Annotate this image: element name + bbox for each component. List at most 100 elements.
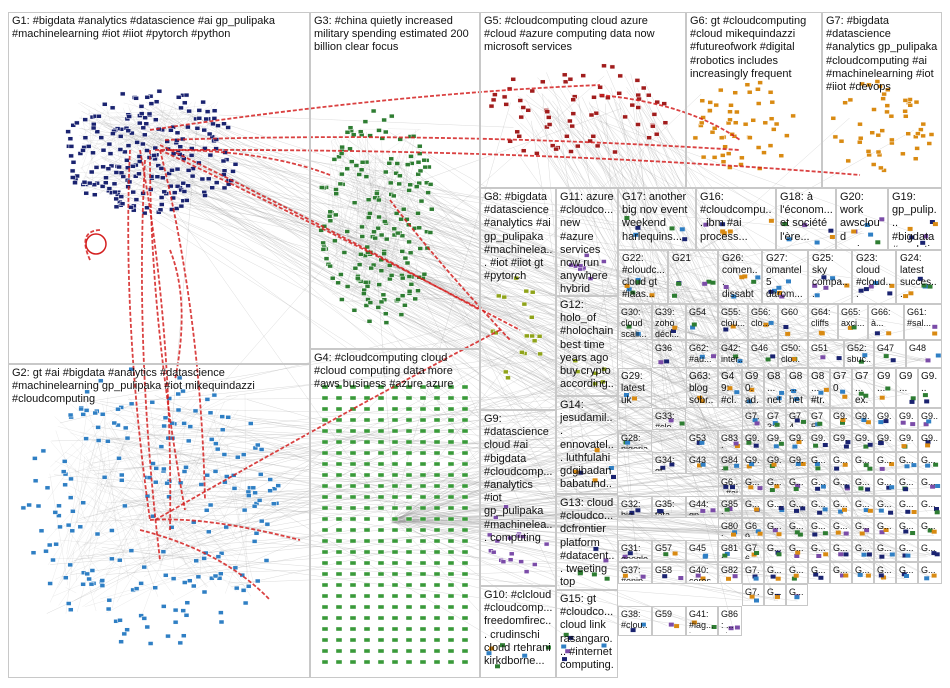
group-frame-g100: G9... (764, 430, 786, 452)
group-frame-g19: G19: gp_pulip... #bigdata #analyti... (888, 188, 942, 250)
group-frame-g94: G9... (830, 408, 852, 430)
group-frame-g69: G69 (742, 518, 764, 540)
group-label-g22: G22: #cloudc... cloud gt #iaas... (622, 253, 665, 301)
group-label-g109: G9... (767, 455, 783, 471)
group-label-g54: G54 (689, 307, 715, 337)
group-label-g137: G... (811, 521, 827, 537)
group-label-g18: G18: à l'économ... et société l'ère... (780, 191, 833, 247)
group-label-g66: G66: à... (871, 307, 901, 337)
group-frame-g88: G8... #tr... (808, 368, 830, 408)
group-label-g6: G6: gt #cloudcomputing #cloud mikequinda… (690, 15, 819, 185)
group-label-g11: G11: azure #cloudco... new #azure servic… (560, 191, 615, 293)
group-frame-g9: G9: #datascience cloud #ai #bigdata #clo… (480, 410, 556, 586)
group-label-g65: G65: axci... (841, 307, 865, 337)
group-label-g23: G23: cloud #cloud... latest... (856, 253, 893, 301)
group-frame-g42: G42: inter... (718, 340, 748, 368)
group-label-g26: G26: comen... dissabte #postg... (722, 253, 759, 301)
group-frame-g133: G... (896, 496, 918, 518)
group-frame-g43: G43 (686, 452, 718, 474)
group-frame-g80: G80: kw... (718, 518, 742, 540)
group-frame-g8: G8: #bigdata #datascience #analytics #ai… (480, 188, 556, 410)
group-label-g60: G60 (781, 307, 805, 337)
group-label-g144: G... (789, 543, 805, 559)
group-frame-g104: G9... (852, 430, 874, 452)
group-label-g158: G... (921, 565, 939, 581)
group-label-g56: G56: clo... (751, 307, 775, 337)
group-frame-g125: G... (918, 474, 942, 496)
group-frame-g111: G... (808, 452, 830, 474)
group-frame-g6: G6: gt #cloudcomputing #cloud mikequinda… (686, 12, 822, 188)
group-label-g123: G... (877, 477, 893, 493)
group-label-g16: G16: #cloudcompu... ibm #ai process... (700, 191, 773, 247)
group-frame-g61: G61: #sal... (904, 304, 942, 340)
group-frame-g114: G... (874, 452, 896, 474)
group-label-g89: G8... net... (767, 371, 783, 405)
group-label-g2: G2: gt #ai #bigdata #analytics #datascie… (12, 367, 307, 675)
group-label-g118: G... (767, 477, 783, 493)
group-frame-g67: G6... #ai #c... (718, 474, 742, 496)
group-label-g96: G9... (877, 411, 893, 427)
group-frame-g60: G60 (778, 304, 808, 340)
group-label-g102: G9... (811, 433, 827, 449)
group-label-g75: G75 (811, 411, 827, 427)
group-frame-g27: G27: omantel 5 darom... (762, 250, 808, 304)
group-label-g43: G43 (689, 455, 715, 471)
group-label-g57: G57 (655, 543, 683, 559)
group-label-g84: G84: #p... (721, 455, 739, 471)
group-label-g53: G53 (689, 433, 715, 449)
group-frame-g153: G... (808, 562, 830, 584)
group-frame-g53: G53 (686, 430, 718, 452)
group-frame-g64: G64: cliffs (808, 304, 838, 340)
group-label-g20: G20: work awscloud savings... (840, 191, 885, 247)
group-frame-g89: G8... net... (764, 368, 786, 408)
group-frame-g141: G... (896, 518, 918, 540)
group-frame-g73: G73: com... (764, 408, 786, 430)
group-label-g61: G61: #sal... (907, 307, 939, 337)
group-label-g106: G9... (899, 433, 915, 449)
group-frame-g106: G9... (896, 430, 918, 452)
group-frame-g134: G... (918, 496, 942, 518)
group-frame-g112: G... (830, 452, 852, 474)
group-frame-g50: G50: clo... (778, 340, 808, 368)
group-label-g114: G... (877, 455, 893, 471)
group-label-g151: G... (767, 565, 783, 581)
group-frame-g92: G9... (896, 368, 918, 408)
group-label-g28: G28: nigeria nimb... live... (621, 433, 649, 449)
group-label-g95: G9... (855, 411, 871, 427)
group-label-g99: G9... (745, 433, 761, 449)
group-label-g139: G... (855, 521, 871, 537)
group-frame-g36: G36 (652, 340, 686, 368)
group-label-g157: G... (899, 565, 915, 581)
group-label-g156: G... (877, 565, 893, 581)
group-label-g25: G25: sky compa... today's... (812, 253, 849, 301)
group-label-g72: G7... pro... (745, 411, 761, 427)
group-label-g1: G1: #bigdata #analytics #datascience #ai… (12, 15, 307, 361)
group-label-g8: G8: #bigdata #datascience #analytics #ai… (484, 191, 553, 407)
group-frame-g12: G12: holo_of #holochain best time years … (556, 296, 618, 396)
group-label-g39: G39: zoho décl... (655, 307, 683, 337)
group-label-g64: G64: cliffs (811, 307, 835, 337)
group-frame-g137: G... (808, 518, 830, 540)
group-label-g52: G52: sbuc... (847, 343, 871, 365)
group-frame-g124: G... (896, 474, 918, 496)
group-frame-g14: G14: jesudamil... ennovatel... luthfulah… (556, 396, 618, 494)
group-label-g98: G9... (921, 411, 939, 427)
group-label-g92: G9... (899, 371, 915, 405)
group-frame-g159: G... (764, 584, 786, 606)
group-label-g110: G9... (789, 455, 805, 471)
group-label-g31: G31: google #uk... (621, 543, 649, 559)
group-label-g113: G... (855, 455, 871, 471)
group-label-g153: G... (811, 565, 827, 581)
group-label-g15: G15: gt #cloudco... cloud link rasangaro… (560, 593, 615, 675)
group-frame-g129: G... (808, 496, 830, 518)
group-label-g97: G9... (899, 411, 915, 427)
group-frame-g105: G9... (874, 430, 896, 452)
group-frame-g46: G46 (748, 340, 778, 368)
group-frame-g146: G... (830, 540, 852, 562)
group-frame-g115: G... (896, 452, 918, 474)
group-label-g40: G40: cores 00... (689, 565, 715, 581)
group-frame-g96: G9... (874, 408, 896, 430)
group-label-g50: G50: clo... (781, 343, 805, 365)
group-label-g108: G9... (745, 455, 761, 471)
group-label-g41: G41: #iag... iago... (689, 609, 715, 633)
